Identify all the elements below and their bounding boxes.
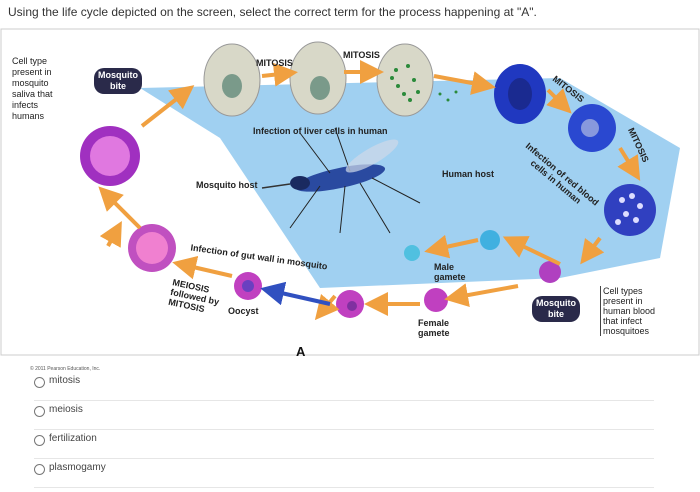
infection-liver-label: Infection of liver cells in human xyxy=(253,126,388,136)
label-line: present in xyxy=(12,67,52,77)
cell-types-right-label: Cell types present in human blood that i… xyxy=(600,286,655,336)
label-line: Cell type xyxy=(12,56,48,66)
label-line: gamete xyxy=(418,328,450,338)
option-label: meiosis xyxy=(49,404,83,415)
mosquito-bite-badge-top: Mosquito bite xyxy=(94,68,142,94)
radio-button[interactable] xyxy=(34,435,45,446)
label-A: A xyxy=(296,344,306,359)
label-line: infects xyxy=(12,100,39,110)
option-label: fertilization xyxy=(49,433,97,444)
label-line: gamete xyxy=(434,272,466,282)
label-line: humans xyxy=(12,111,45,121)
label-line: mosquito xyxy=(12,78,49,88)
badge-line: Mosquito xyxy=(536,298,576,308)
mitosis-label: MITOSIS xyxy=(343,50,380,60)
label-line: mosquitoes xyxy=(603,326,650,336)
option-meiosis[interactable]: meiosis xyxy=(34,401,654,430)
label-line: Cell types xyxy=(603,286,643,296)
badge-line: Mosquito xyxy=(98,70,138,80)
option-label: plasmogamy xyxy=(49,462,106,473)
infected-red-blood-cell xyxy=(604,184,656,236)
radio-button[interactable] xyxy=(34,464,45,475)
mosquito-bite-badge-bottom: Mosquito bite xyxy=(532,296,580,322)
badge-line: bite xyxy=(109,81,126,91)
mitosis-label: MITOSIS xyxy=(256,58,293,68)
option-plasmogamy[interactable]: plasmogamy xyxy=(34,459,654,488)
female-gamete-label: Female gamete xyxy=(418,318,450,338)
mosquito-illustration xyxy=(261,127,421,234)
cell-type-left-label: Cell type present in mosquito saliva tha… xyxy=(12,56,53,122)
badge-line: bite xyxy=(547,309,564,319)
label-line: saliva that xyxy=(12,89,53,99)
answer-options: mitosis meiosis fertilization plasmogamy xyxy=(34,372,654,488)
copyright-notice: © 2011 Pearson Education, Inc. xyxy=(30,366,101,372)
radio-button[interactable] xyxy=(34,377,45,388)
human-host-label: Human host xyxy=(442,169,495,179)
human-host-region xyxy=(140,78,680,288)
label-line: Male xyxy=(434,262,455,272)
life-cycle-diagram xyxy=(0,28,700,356)
label-line: present in xyxy=(603,296,643,306)
oocyst-label: Oocyst xyxy=(228,306,259,316)
female-gamete xyxy=(424,288,448,312)
question-text: Using the life cycle depicted on the scr… xyxy=(8,5,537,19)
radio-button[interactable] xyxy=(34,406,45,417)
male-gamete-label: Male gamete xyxy=(434,262,466,282)
option-fertilization[interactable]: fertilization xyxy=(34,430,654,459)
label-line: that infect xyxy=(603,316,643,326)
option-label: mitosis xyxy=(49,375,81,386)
mosquito-host-label: Mosquito host xyxy=(196,180,258,190)
option-mitosis[interactable]: mitosis xyxy=(34,372,654,401)
label-line: human blood xyxy=(603,306,656,316)
label-line: Female xyxy=(418,318,450,328)
life-cycle-figure: Cell type present in mosquito saliva tha… xyxy=(0,28,700,372)
liver-cell xyxy=(376,43,434,117)
